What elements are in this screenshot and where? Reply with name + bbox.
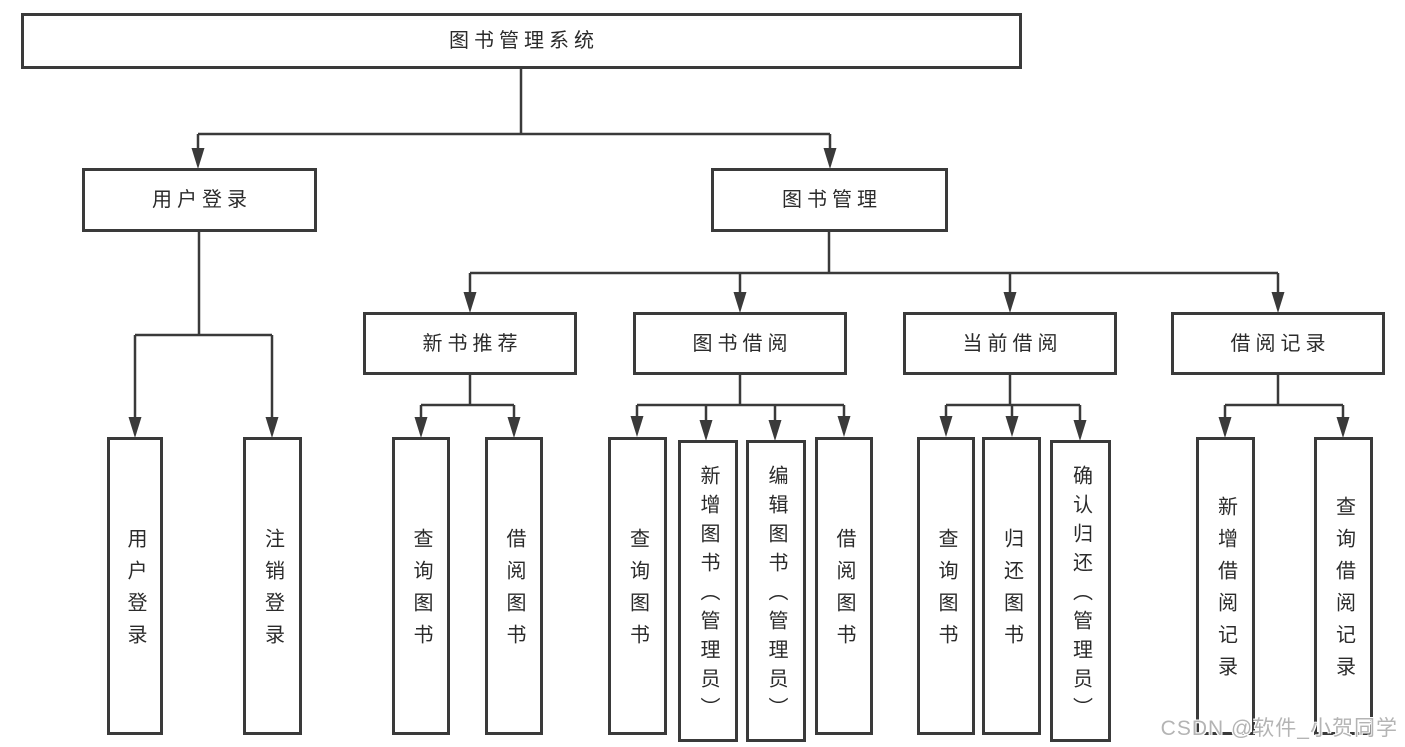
connector-current-borrow-to-leaves: [939, 375, 1087, 441]
arrow-head: [699, 420, 713, 441]
node-leaf-cb-confirm-return-admin: 确认归还（管理员）: [1050, 440, 1111, 742]
node-label: 归还图书: [1000, 528, 1023, 656]
node-label: 借阅图书: [833, 528, 855, 656]
arrow-head: [1218, 417, 1232, 438]
node-leaf-bb-add-book-admin: 新增图书（管理员）: [678, 440, 738, 742]
csdn-watermark: CSDN @软件_小贺同学: [1160, 717, 1398, 740]
node-leaf-bb-edit-book-admin: 编辑图书（管理员）: [746, 440, 806, 742]
node-book-mgmt: 图书管理: [711, 168, 948, 232]
node-label: 注销登录: [261, 528, 284, 656]
node-label: 确认归还（管理员）: [1069, 465, 1092, 726]
node-label: 用户登录: [124, 528, 146, 656]
node-label: 借阅记录: [1230, 332, 1331, 355]
arrow-head: [1005, 416, 1019, 437]
node-label: 查询图书: [626, 528, 649, 656]
node-label: 图书借阅: [692, 332, 793, 355]
connector-borrow-records-to-leaves: [1218, 375, 1350, 438]
node-current-borrow: 当前借阅: [903, 312, 1117, 375]
node-leaf-rec-borrow-book: 借阅图书: [485, 437, 543, 735]
arrow-head: [1336, 417, 1350, 438]
node-label: 图书管理: [782, 189, 882, 211]
node-new-book-rec: 新书推荐: [363, 312, 577, 375]
arrow-head: [128, 417, 142, 438]
node-label: 新增图书（管理员）: [697, 465, 719, 726]
node-label: 用户登录: [152, 189, 252, 211]
connector-book-mgmt-to-level3: [463, 232, 1285, 313]
node-label: 新书推荐: [422, 332, 523, 355]
node-borrow-records: 借阅记录: [1171, 312, 1385, 375]
arrow-head: [733, 292, 747, 313]
node-leaf-bb-borrow-book: 借阅图书: [815, 437, 873, 735]
arrow-head: [837, 416, 851, 437]
node-leaf-cb-return-book: 归还图书: [982, 437, 1041, 735]
node-root: 图书管理系统: [21, 13, 1022, 69]
connector-root-to-level2: [191, 69, 837, 169]
node-book-borrow: 图书借阅: [633, 312, 847, 375]
node-label: 查询借阅记录: [1332, 496, 1355, 688]
node-leaf-rec-query-book: 查询图书: [392, 437, 450, 735]
node-leaf-bb-query-book: 查询图书: [608, 437, 667, 735]
node-leaf-user-login: 用户登录: [107, 437, 163, 735]
node-label: 图书管理系统: [449, 30, 599, 52]
arrow-head: [191, 148, 205, 169]
arrow-head: [265, 417, 279, 438]
arrow-head: [463, 292, 477, 313]
arrow-head: [939, 416, 953, 437]
arrow-head: [630, 416, 644, 437]
arrow-head: [414, 417, 428, 438]
node-leaf-br-add-record: 新增借阅记录: [1196, 437, 1255, 735]
arrow-head: [768, 420, 782, 441]
node-label: 编辑图书（管理员）: [765, 465, 787, 726]
connector-user-login-to-leaves: [128, 232, 279, 438]
arrow-head: [507, 417, 521, 438]
node-label: 新增借阅记录: [1214, 496, 1237, 688]
node-label: 当前借阅: [962, 332, 1063, 355]
arrow-head: [1271, 292, 1285, 313]
arrow-head: [823, 148, 837, 169]
node-label: 查询图书: [410, 528, 432, 656]
arrow-head: [1073, 420, 1087, 441]
connector-new-book-rec-to-leaves: [414, 375, 521, 438]
connector-book-borrow-to-leaves: [630, 375, 851, 441]
node-leaf-br-query-record: 查询借阅记录: [1314, 437, 1373, 735]
node-label: 查询图书: [935, 528, 957, 656]
node-label: 借阅图书: [503, 528, 525, 656]
node-leaf-logout: 注销登录: [243, 437, 302, 735]
node-leaf-cb-query-book: 查询图书: [917, 437, 975, 735]
arrow-head: [1003, 292, 1017, 313]
node-user-login: 用户登录: [82, 168, 317, 232]
